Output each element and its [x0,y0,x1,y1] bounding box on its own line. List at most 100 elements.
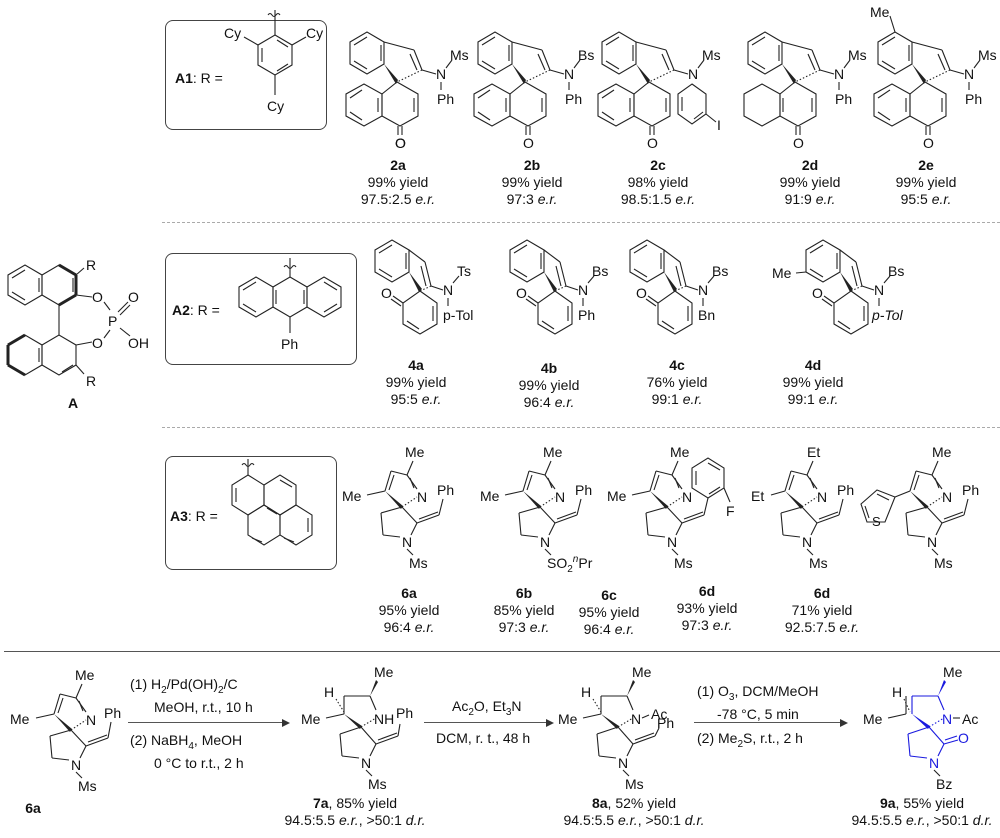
svg-text:N: N [682,489,692,505]
svg-text:H: H [324,684,334,700]
product-2c-structure: O N Ms I [597,31,721,151]
svg-text:Ac: Ac [651,706,667,722]
reaction-arrow-3 [694,718,848,727]
svg-text:O: O [516,285,527,301]
svg-text:Ph: Ph [657,715,674,731]
svg-text:p-Tol: p-Tol [871,307,904,323]
svg-text:N: N [443,282,453,298]
svg-text:Me: Me [558,711,578,727]
svg-text:Bn: Bn [698,307,715,323]
svg-text:Me: Me [342,488,362,504]
svg-text:OH: OH [128,335,149,351]
svg-text:Ph: Ph [578,307,595,323]
svg-text:Bs: Bs [578,47,594,63]
svg-text:N: N [667,534,677,550]
svg-text:Me: Me [670,444,690,460]
svg-text:Me: Me [543,444,563,460]
svg-text:Ms: Ms [978,47,997,63]
svg-text:H: H [892,684,902,700]
svg-text:N: N [802,534,812,550]
step1-conditions-above: (1) H2/Pd(OH)2/C MeOH, r.t., 10 h [130,676,253,715]
product-6c-structure: Me N Me N Ms F [607,444,735,571]
svg-text:Ms: Ms [368,776,387,792]
svg-text:Et: Et [807,444,820,460]
svg-text:Ms: Ms [674,555,693,571]
catalyst-a3-label: A3: R = [170,508,218,524]
svg-text:Cy: Cy [267,98,284,114]
step3-conditions-above: (1) O3, DCM/MeOH -78 °C, 5 min [697,683,819,722]
svg-text:Ms: Ms [78,778,97,794]
reaction-arrow-1 [128,718,290,727]
product-6b-structure: Me N Me N SO2nPr Ph [480,444,593,575]
svg-text:Ph: Ph [565,91,582,107]
svg-text:H: H [581,684,591,700]
svg-text:O: O [812,285,823,301]
step3-conditions-below: (2) Me2S, r.t., 2 h [697,730,803,750]
svg-text:O: O [793,135,804,151]
svg-text:O: O [636,285,647,301]
product-4a-structure: O N Ts p-Tol [374,239,473,335]
catalyst-core-structure: R R O O P O OH [6,257,149,389]
svg-text:O: O [92,289,103,305]
product-9a-structure: Me H Me N O N Ac Bz [863,664,978,792]
svg-text:Me: Me [943,664,963,680]
svg-text:Me: Me [607,488,627,504]
product-6d-structure: Et N Et N Ms Ph [751,444,854,571]
svg-text:N: N [874,282,884,298]
step2-conditions-below: DCM, r. t., 48 h [436,730,531,746]
svg-text:O: O [923,135,934,151]
svg-text:Ph: Ph [281,336,298,352]
svg-text:N: N [942,489,952,505]
svg-text:SO2nPr: SO2nPr [547,554,593,575]
product-2e-structure: Me O N Ms Ph [870,4,997,151]
svg-text:N: N [927,534,937,550]
svg-text:Ph: Ph [962,482,979,498]
catalyst-a1-label: A1: R = [175,70,223,86]
product-2d-structure: O N Ms Ph [743,31,867,151]
product-2b-structure: O N Bs Ph [473,31,594,151]
svg-text:Et: Et [751,488,764,504]
svg-text:Ph: Ph [835,91,852,107]
svg-text:Ac: Ac [962,711,978,727]
row-divider [162,222,1000,223]
svg-text:Bs: Bs [712,263,728,279]
svg-text:Bs: Bs [592,263,608,279]
svg-text:N: N [834,66,844,82]
svg-text:N: N [86,712,96,728]
product-9a-label: 9a, 55% yield 94.5:5.5 e.r., >50:1 d.r. [851,795,993,828]
product-6a-structure: Me N Me N Ms Ph [342,444,454,571]
svg-text:Ms: Ms [809,555,828,571]
svg-text:Cy: Cy [306,25,323,41]
svg-text:I: I [717,117,721,133]
row-divider [162,427,1000,428]
svg-text:Ts: Ts [457,263,471,279]
product-4b-structure: O N Bs Ph [509,239,608,335]
step1-conditions-below: (2) NaBH4, MeOH 0 °C to r.t., 2 h [130,732,244,771]
catalyst-core-label: A [67,395,79,411]
svg-text:P: P [108,313,117,329]
r-group-top: R [86,257,96,273]
product-6d-thienyl-structure: Me N S N Ms Ph [860,444,979,571]
svg-text:Bz: Bz [936,776,952,792]
svg-text:O: O [395,135,406,151]
product-4d-structure: Me O N Bs p-Tol [772,239,904,335]
step2-conditions-above: Ac2O, Et3N [452,698,522,718]
svg-text:Ph: Ph [575,482,592,498]
svg-text:N: N [929,755,939,771]
catalyst-a2-box [165,253,357,365]
svg-text:NH: NH [374,711,394,727]
svg-text:Ph: Ph [104,705,121,721]
svg-text:Me: Me [10,711,30,727]
svg-text:Ph: Ph [965,91,982,107]
